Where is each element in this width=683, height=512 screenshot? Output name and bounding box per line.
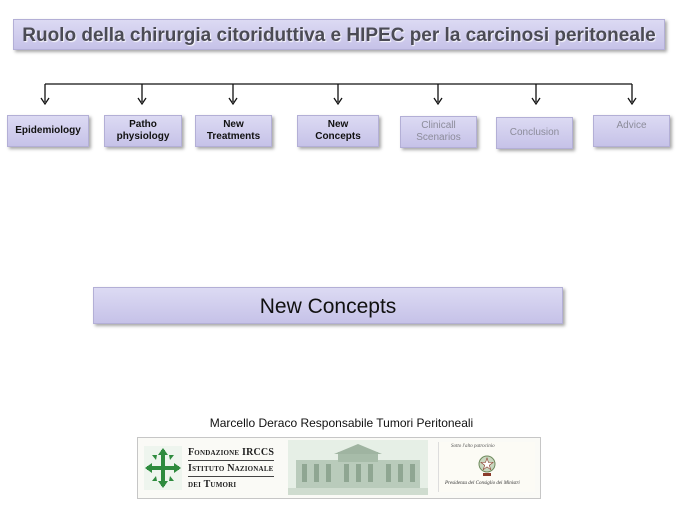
- nav-conclusion-label: Conclusion: [509, 127, 560, 138]
- patronage-seal: Sotto l'alto patrocinio Presidenza del C…: [438, 442, 535, 492]
- nav-advice[interactable]: Advice: [593, 115, 670, 147]
- institute-emblem-icon: [144, 446, 182, 490]
- nav-new-treatments-label-1: New: [223, 119, 244, 130]
- nav-clinical-scenarios-label-2: Scenarios: [416, 132, 461, 143]
- slide-title-banner: Ruolo della chirurgia citoriduttiva e HI…: [13, 19, 665, 50]
- institute-name-line-2: Istituto Nazionale: [188, 463, 274, 474]
- nav-pathophysiology-label-1: Patho: [129, 119, 157, 130]
- nav-new-concepts-label-2: Concepts: [315, 131, 361, 142]
- author-credit: Marcello Deraco Responsabile Tumori Peri…: [209, 416, 474, 430]
- patronage-caption: Sotto l'alto patrocinio: [451, 444, 495, 449]
- section-title: New Concepts: [259, 295, 397, 318]
- institute-name: Fondazione IRCCS Istituto Nazionale dei …: [188, 446, 275, 491]
- nav-epidemiology-label: Epidemiology: [15, 125, 81, 136]
- institute-name-line-1: Fondazione IRCCS: [188, 447, 275, 458]
- nav-conclusion[interactable]: Conclusion: [496, 117, 573, 149]
- section-title-banner: New Concepts: [93, 287, 563, 324]
- nav-pathophysiology-label-2: physiology: [116, 131, 170, 142]
- nav-epidemiology[interactable]: Epidemiology: [7, 115, 89, 147]
- nav-new-concepts-label-1: New: [327, 119, 349, 130]
- navigation-connector-lines: [40, 83, 637, 106]
- nav-clinical-scenarios-label-1: Clinicall: [421, 120, 456, 131]
- italian-republic-emblem-icon: [478, 455, 496, 476]
- patronage-authority: Presidenza del Consiglio dei Ministri: [445, 481, 520, 486]
- institute-logo-banner: Fondazione IRCCS Istituto Nazionale dei …: [137, 437, 541, 499]
- slide-title: Ruolo della chirurgia citoriduttiva e HI…: [22, 25, 656, 46]
- nav-new-treatments-label-2: Treatments: [206, 131, 261, 142]
- institute-building-image: [288, 440, 428, 495]
- institute-name-line-3: dei Tumori: [188, 479, 237, 490]
- nav-advice-label: Advice: [616, 120, 647, 131]
